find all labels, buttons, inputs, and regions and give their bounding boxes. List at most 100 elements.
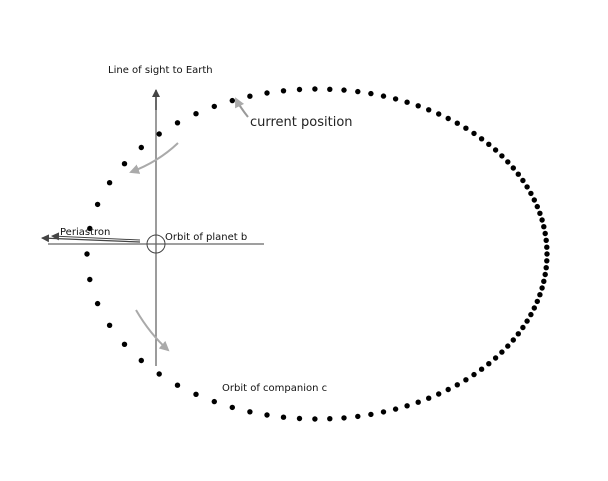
orbit-dot — [415, 399, 421, 405]
orbit-dot — [520, 177, 526, 184]
orbit-dot — [534, 203, 540, 210]
orbit-dot — [454, 120, 460, 126]
orbit-dot — [106, 322, 113, 328]
orbit-dot — [327, 416, 333, 422]
orbit-dot — [296, 86, 303, 93]
periastron-arrow-1 — [41, 234, 141, 243]
orbit-dot — [87, 276, 93, 283]
orbit-dot — [541, 278, 547, 284]
orbit-dot — [174, 382, 181, 388]
orbit-dot — [492, 355, 499, 361]
motion-arrow-upper — [129, 142, 179, 174]
orbit-dot — [454, 382, 460, 388]
orbit-dot — [415, 103, 421, 109]
periastron-label: Periastron — [60, 227, 110, 238]
orbit-dot — [368, 90, 374, 97]
orbit-dot — [505, 343, 511, 349]
orbit-dot — [543, 265, 549, 271]
orbit-dot — [471, 371, 477, 378]
orbit-dot — [121, 161, 128, 167]
orbit-companion-c-label: Orbit of companion c — [222, 383, 327, 394]
orbit-dot — [478, 136, 485, 142]
orbit-dot — [524, 184, 530, 190]
orbit-dot — [486, 141, 492, 147]
orbit-dot — [492, 147, 499, 153]
orbit-dot — [138, 357, 144, 364]
orbit-dot — [193, 391, 199, 397]
orbit-dot — [280, 414, 287, 420]
orbit-dot — [544, 251, 550, 257]
orbit-dot — [520, 324, 526, 331]
orbit-dot — [312, 416, 318, 422]
orbit-dot — [87, 225, 93, 232]
orbit-dot — [193, 111, 199, 117]
orbit-dot — [445, 386, 451, 393]
orbit-dot — [436, 111, 442, 117]
orbit-dot — [380, 93, 387, 99]
orbit-dot — [463, 125, 469, 131]
orbit-dot — [106, 180, 113, 186]
orbit-dot — [264, 412, 270, 418]
orbit-dot — [341, 87, 347, 93]
orbit-dot — [544, 244, 550, 250]
orbit-dot — [542, 230, 548, 237]
orbit-dot — [539, 217, 545, 223]
orbit-dot — [510, 165, 516, 171]
orbit-dot — [524, 318, 530, 324]
orbit-planet-b — [146, 234, 166, 254]
orbit-companion-c-dots — [84, 86, 550, 422]
orbit-dot — [121, 341, 128, 347]
orbit-dot — [355, 413, 361, 420]
orbit-dot — [296, 415, 303, 422]
orbit-dot — [368, 411, 374, 418]
orbit-dot — [156, 131, 162, 137]
orbit-dot — [478, 366, 485, 372]
orbit-dot — [380, 409, 387, 415]
orbit-dot — [541, 224, 547, 230]
motion-arrow-lower — [135, 309, 170, 352]
orbit-dot — [312, 86, 318, 92]
orbit-dot — [327, 86, 333, 93]
orbit-dot — [229, 404, 235, 411]
orbit-dot — [531, 305, 537, 311]
orbit-dot — [505, 159, 511, 165]
orbit-dot — [542, 271, 548, 278]
orbit-dot — [94, 201, 101, 208]
orbit-dot — [499, 153, 505, 159]
orbit-dot — [543, 237, 549, 243]
orbit-dot — [280, 88, 287, 94]
orbit-dot — [341, 415, 347, 421]
orbit-dot — [156, 371, 162, 377]
orbit-dot — [404, 403, 410, 409]
orbit-dot — [264, 90, 270, 96]
orbit-dot — [426, 107, 432, 113]
orbit-dot — [426, 395, 432, 401]
current-position-arrow — [235, 97, 249, 118]
orbit-dot — [174, 120, 181, 126]
orbit-dot — [510, 337, 516, 343]
orbit-dot — [211, 103, 217, 110]
orbit-dot — [539, 285, 545, 291]
orbit-dot — [531, 197, 537, 203]
orbit-dot — [537, 210, 543, 216]
orbit-dot — [436, 391, 442, 397]
orbit-dot — [84, 251, 90, 257]
orbit-dot — [537, 292, 543, 298]
orbit-dot — [94, 300, 101, 307]
orbit-dot — [515, 331, 521, 337]
orbit-dot — [229, 97, 235, 104]
orbit-dot — [445, 115, 451, 122]
orbit-dot — [528, 311, 534, 318]
orbit-dot — [247, 409, 253, 415]
orbit-dot — [211, 398, 217, 405]
periastron-arrow-2 — [51, 232, 141, 241]
orbit-dot — [355, 88, 361, 95]
orbit-dot — [486, 361, 492, 367]
orbit-dot — [247, 93, 253, 99]
orbit-dot — [404, 99, 410, 105]
orbit-dot — [499, 349, 505, 355]
orbit-dot — [471, 130, 477, 137]
orbit-dot — [534, 298, 540, 305]
orbit-dot — [544, 258, 550, 264]
